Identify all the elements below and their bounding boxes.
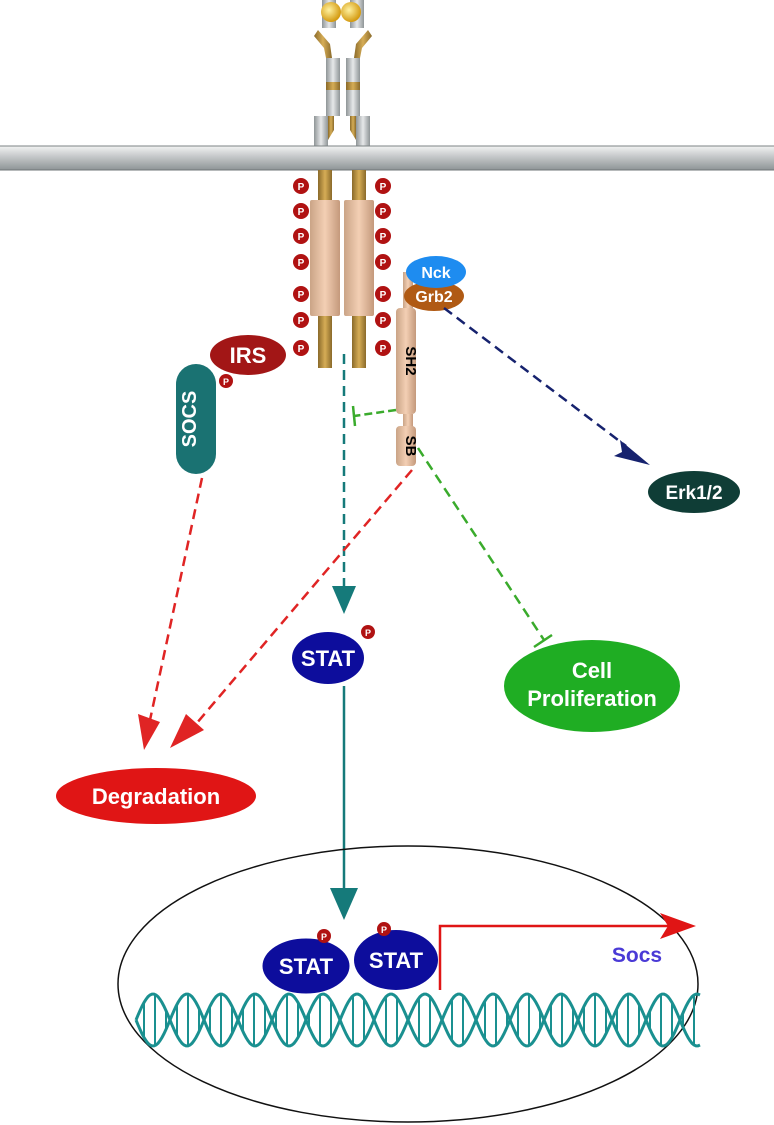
nck-label: Nck — [421, 265, 450, 282]
sb-domain — [396, 426, 416, 466]
svg-text:P: P — [223, 377, 229, 387]
phospho-site-label: P — [380, 182, 387, 193]
phospho-site — [375, 203, 391, 219]
phospho-site-label: P — [298, 182, 305, 193]
stat-dimer-right-label: STAT — [369, 948, 424, 973]
svg-text:P: P — [365, 628, 371, 638]
stat-dimer-left-node — [261, 937, 351, 995]
socs-gene-label: Socs — [612, 944, 662, 967]
svg-text:P: P — [381, 925, 387, 935]
cell-membrane — [0, 146, 774, 170]
phospho-site — [375, 340, 391, 356]
phospho-site-label: P — [380, 207, 387, 218]
phospho-site-label: P — [298, 290, 305, 301]
phospho-site-label: P — [298, 232, 305, 243]
socs-phospho-site: P — [219, 374, 233, 388]
grb2-label: Grb2 — [415, 289, 452, 306]
erk-label: Erk1/2 — [665, 483, 722, 504]
svg-text:P: P — [321, 932, 327, 942]
phospho-site-label: P — [380, 344, 387, 355]
phospho-site — [293, 178, 309, 194]
irs-label: IRS — [230, 343, 267, 368]
ligand-receptor-complex — [314, 0, 372, 146]
phospho-site — [293, 254, 309, 270]
receptor-intracellular-domain — [310, 170, 374, 368]
stat-cytoplasm-node — [292, 632, 364, 684]
phospho-site — [293, 340, 309, 356]
cell-proliferation-label-line2: Proliferation — [527, 686, 657, 711]
ligand-right — [341, 2, 361, 22]
phospho-site-label: P — [380, 316, 387, 327]
socs-to-degradation-arrow — [148, 477, 204, 721]
phospho-site — [293, 286, 309, 302]
phospho-site-label: P — [298, 258, 305, 269]
phospho-site-label: P — [380, 232, 387, 243]
phospho-site-label: P — [380, 258, 387, 269]
nucleus — [117, 845, 699, 1123]
phosphorylation-sites: P P P P P P P P P P P P P P — [293, 178, 391, 356]
cell-proliferation-label-line1: Cell — [572, 658, 612, 683]
sb-inhibits-receptor-stat — [351, 405, 397, 427]
phospho-site — [375, 312, 391, 328]
stat-dimer-phospho-right: P — [377, 922, 391, 936]
cell-proliferation-node — [504, 640, 680, 732]
phospho-site — [293, 203, 309, 219]
sh2-domain — [396, 308, 416, 414]
degradation-label: Degradation — [92, 784, 220, 809]
dna-helix — [134, 992, 701, 1048]
sb-label: SB — [402, 436, 419, 457]
nck-node — [406, 256, 466, 288]
sb-to-degradation-arrow — [195, 469, 413, 725]
phospho-site — [375, 254, 391, 270]
phospho-site — [375, 286, 391, 302]
phospho-site-label: P — [298, 344, 305, 355]
socs-protein-node — [176, 364, 216, 474]
erk-node — [648, 471, 740, 513]
phospho-site-label: P — [298, 207, 305, 218]
stat-cytoplasm-label: STAT — [301, 646, 356, 671]
stat-phospho-site: P — [361, 625, 375, 639]
grb2-to-erk-arrow — [443, 307, 627, 447]
ligand-left — [321, 2, 341, 22]
phospho-site-label: P — [380, 290, 387, 301]
degradation-node — [56, 768, 256, 824]
irs-node — [210, 335, 286, 375]
phospho-site — [293, 228, 309, 244]
sb-inhibits-proliferation — [416, 447, 553, 649]
phospho-site-label: P — [298, 316, 305, 327]
grb2-node — [404, 281, 464, 311]
phospho-site — [375, 178, 391, 194]
transcription-arrow — [438, 913, 696, 990]
socs-protein-label: SOCS — [179, 391, 201, 448]
phospho-site — [293, 312, 309, 328]
stat-dimer-left-label: STAT — [279, 954, 334, 979]
sh2-label: SH2 — [402, 346, 419, 375]
stat-dimer-right-node — [354, 930, 438, 990]
stat-dimer-phospho-left: P — [317, 929, 331, 943]
phospho-site — [375, 228, 391, 244]
